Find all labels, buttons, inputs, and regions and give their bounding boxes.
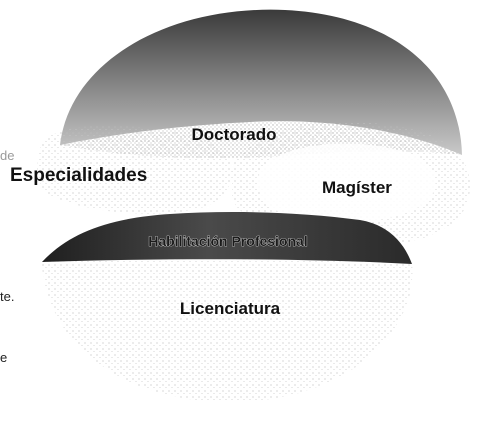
magister-label: Magíster [322, 178, 392, 197]
especialidades-label: Especialidades [10, 165, 147, 186]
habilitacion-band [42, 212, 412, 264]
fragment-de: de [0, 148, 14, 163]
fragment-e: e [0, 350, 7, 365]
doctorado-dome [60, 9, 462, 155]
licenciatura-label: Licenciatura [180, 299, 281, 318]
magister-swirl-inner [257, 143, 436, 223]
habilitacion-label: Habilitación Profesional [148, 233, 307, 249]
fragment-te: te. [0, 289, 14, 304]
doctorado-label: Doctorado [192, 125, 277, 144]
especialidades-lobe [37, 125, 233, 214]
licenciatura-base [42, 259, 413, 403]
